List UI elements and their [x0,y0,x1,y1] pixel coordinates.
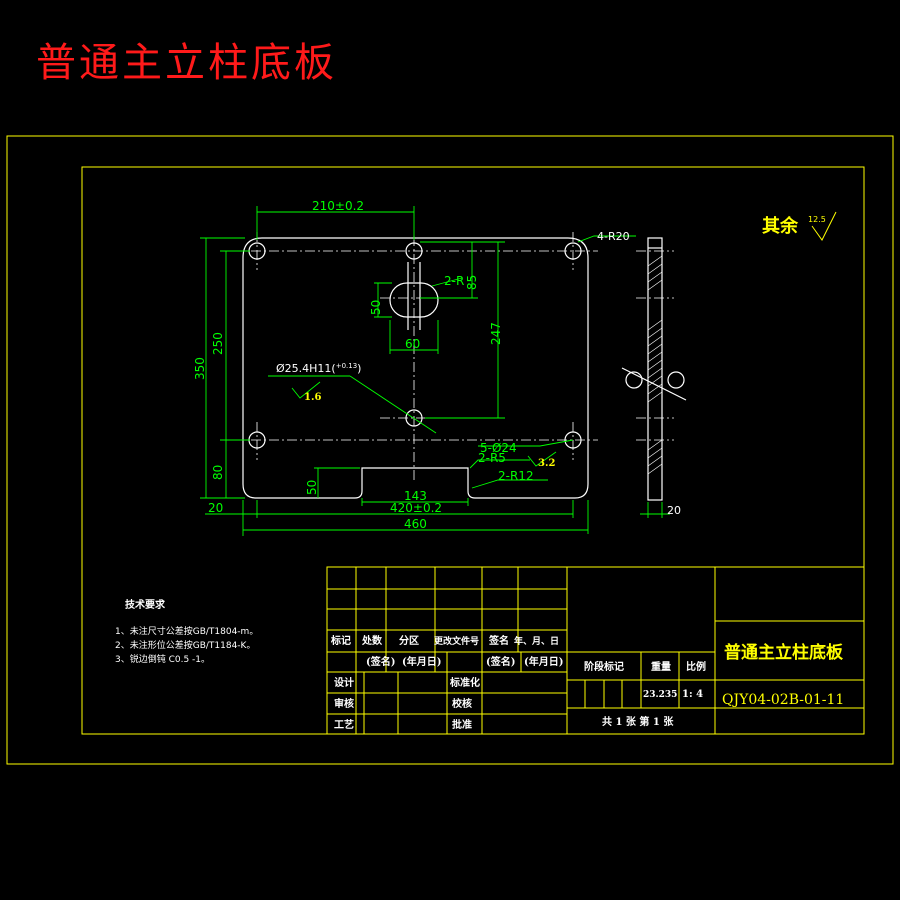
title-block: 标记 处数 分区 更改文件号 签名 年、月、日 (签名) (年月日) (签名) … [326,566,865,735]
tb-design: 设计 [334,676,354,689]
plate-outline [242,237,589,499]
roughness-label: 其余 [762,215,799,237]
tb-header-change-doc: 更改文件号 [434,635,479,647]
tb-part-name: 普通主立柱底板 [724,642,844,663]
tb-sheets: 共 1 张 第 1 张 [602,715,674,728]
finish-1-6: 1.6 [304,392,321,403]
finish-3-2: 3.2 [538,458,555,469]
dim-bottom-50: 50 [305,480,319,495]
hole-top-right [564,242,582,260]
tb-standard: 标准化 [449,676,480,689]
side-view: 20 [621,237,687,518]
tb-review: 审核 [334,697,354,710]
dim-2-r5: 2-R5 [478,451,506,465]
dim-hole-fit: Ø25.4H11(+0.13) [276,362,361,375]
tech-requirements: 技术要求 1、未注尺寸公差按GB/T1804-m。 2、未注形位公差按GB/T1… [115,598,258,665]
tb-scale-label: 比例 [686,660,706,673]
dim-80: 80 [211,465,225,480]
dim-247: 247 [489,322,503,345]
tb-weight-label: 重量 [651,660,671,673]
tech-item-2: 2、未注形位公差按GB/T1184-K。 [115,639,255,651]
roughness-note: 其余 12.5 [762,211,837,241]
outer-frame [6,135,894,765]
dim-slot-50: 50 [369,300,383,315]
tb-date-1: (年月日) [402,655,441,668]
dim-5-holes: 5-Ø24 [480,441,517,455]
tb-header-date: 年、月、日 [514,635,559,647]
slot-oblong [389,282,439,318]
tb-sign-1: (签名) [366,655,395,668]
tb-date-2: (年月日) [524,655,563,668]
dim-4-r20: 4-R20 [597,230,630,243]
tb-weight-value: 23.235 [643,690,677,700]
dim-85: 85 [465,275,479,290]
dim-350: 350 [193,357,207,380]
tb-stage-mark: 阶段标记 [584,660,624,673]
dim-2-r12: 2-R12 [498,469,534,483]
hole-top-center [405,242,423,260]
tb-header-sign: 签名 [488,634,509,647]
tech-heading: 技术要求 [125,598,166,611]
tb-drawing-no: QJY04-02B-01-11 [722,692,844,708]
tb-header-mark: 标记 [330,634,351,647]
dim-420: 420±0.2 [390,501,442,515]
dim-250: 250 [211,332,225,355]
dim-slot-60: 60 [405,337,420,351]
hole-bottom-right [564,431,582,449]
roughness-value: 12.5 [808,215,826,224]
tb-approve: 批准 [452,718,472,731]
hole-center [405,409,423,427]
dim-2-r: 2-R [444,274,464,288]
tech-item-1: 1、未注尺寸公差按GB/T1804-m。 [115,625,258,637]
dim-210: 210±0.2 [312,199,364,213]
tb-sign-2: (签名) [486,655,515,668]
tb-proof: 校核 [452,697,472,710]
tb-header-count: 处数 [361,634,383,647]
dim-460: 460 [404,517,427,531]
tb-header-zone: 分区 [399,634,419,647]
tech-item-3: 3、锐边倒钝 C0.5 -1。 [115,653,210,665]
dim-20-side: 20 [667,504,681,517]
tb-process: 工艺 [334,718,354,731]
page-title: 普通主立柱底板 [36,40,337,86]
dim-143: 143 [404,489,427,503]
tb-scale-value: 1: 4 [682,689,703,700]
dim-20-left: 20 [208,501,223,515]
front-dimensions: 210±0.2 4-R20 85 247 2-R 50 60 250 350 [193,199,636,536]
